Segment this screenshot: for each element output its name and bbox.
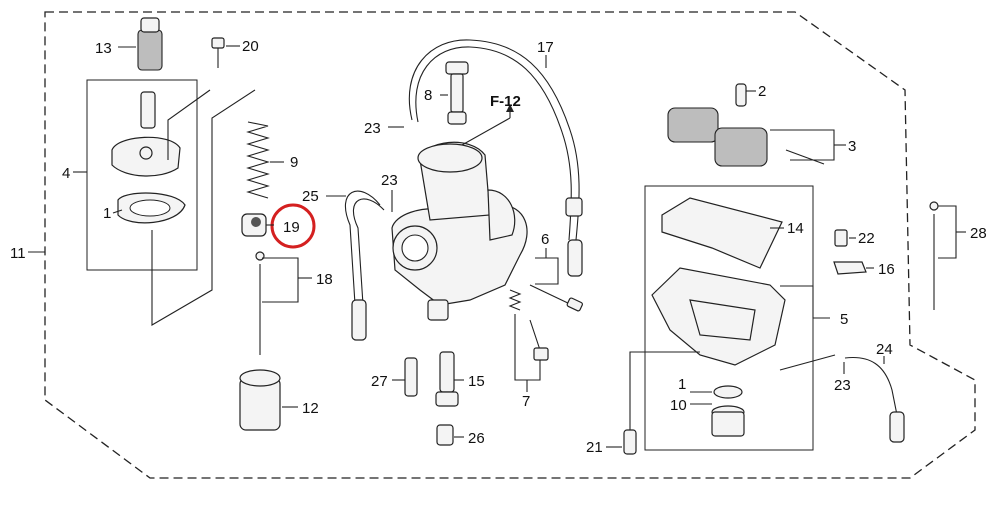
callout-21: 21	[586, 439, 603, 456]
callout-16: 16	[878, 261, 895, 278]
part-26-main-jet	[436, 424, 454, 446]
assembly-boundary	[44, 11, 976, 479]
callout-6: 6	[541, 231, 549, 248]
part-10-o-ring	[713, 385, 743, 399]
leader-cover	[151, 89, 256, 326]
hose-end-24	[889, 411, 905, 443]
callout-2: 2	[758, 83, 766, 100]
callout-27: 27	[371, 373, 388, 390]
callout-18: 18	[316, 271, 333, 288]
callout-1a: 1	[103, 205, 111, 222]
part-12-throttle-valve	[239, 369, 281, 431]
hose-end-25	[351, 299, 367, 341]
part-14-bowl-gasket	[661, 197, 783, 269]
callout-13: 13	[95, 40, 112, 57]
part-5-float-chamber	[651, 267, 786, 366]
callout-8: 8	[424, 87, 432, 104]
part-7-screw	[508, 289, 549, 361]
part-19-retainer	[241, 213, 267, 237]
callout-23a: 23	[364, 120, 381, 137]
callout-22: 22	[858, 230, 875, 247]
part-2-float-valve	[735, 83, 747, 107]
callout-24: 24	[876, 341, 893, 358]
callout-12: 12	[302, 400, 319, 417]
leader-screw	[167, 89, 211, 160]
hose-clip-17	[565, 197, 583, 217]
callout-11: 11	[10, 245, 26, 262]
callout-23c: 23	[834, 377, 851, 394]
part-3-float	[667, 107, 825, 167]
part-1-gasket	[117, 192, 186, 224]
part-22-bolt	[834, 229, 848, 247]
hose-end-17	[567, 239, 583, 277]
part-20-screw	[211, 37, 225, 68]
callout-7: 7	[522, 393, 530, 410]
part-9-spring	[246, 121, 270, 199]
part-carburetor-body	[391, 141, 528, 321]
callout-9: 9	[290, 154, 298, 171]
reference-f12: F-12	[490, 93, 521, 110]
callout-20: 20	[242, 38, 259, 55]
callout-14: 14	[787, 220, 804, 237]
part-drain-plug	[711, 405, 745, 437]
callout-5: 5	[840, 311, 848, 328]
part-24-drain-hose	[844, 356, 899, 421]
part-18-jet-needle	[255, 251, 265, 355]
part-27-jet	[404, 357, 418, 397]
callout-25: 25	[302, 188, 319, 205]
part-28-pilot-screw	[929, 201, 939, 310]
callout-28: 28	[970, 225, 987, 242]
callout-17: 17	[537, 39, 554, 56]
callout-23b: 23	[381, 172, 398, 189]
f12-arrow-icon	[506, 104, 514, 112]
callout-10: 10	[670, 397, 687, 414]
part-21-screw	[623, 429, 637, 455]
callout-4: 4	[62, 165, 70, 182]
part-15-needle-jet	[435, 351, 459, 407]
leader-lines	[28, 45, 966, 448]
part-6-air-screw	[529, 284, 583, 312]
part-16-bracket	[833, 261, 867, 275]
callout-19: 19	[283, 219, 300, 236]
part-25-hose	[344, 190, 381, 321]
callout-15: 15	[468, 373, 485, 390]
callout-26: 26	[468, 430, 485, 447]
part-13-cap	[137, 17, 163, 71]
highlight-ring-19	[270, 203, 316, 249]
group-4-box	[86, 79, 198, 271]
callout-3: 3	[848, 138, 856, 155]
part-17-vent-hose	[408, 39, 580, 241]
callout-1b: 1	[678, 376, 686, 393]
part-4-top-cover	[111, 91, 181, 177]
part-8-adjuster	[445, 61, 469, 125]
